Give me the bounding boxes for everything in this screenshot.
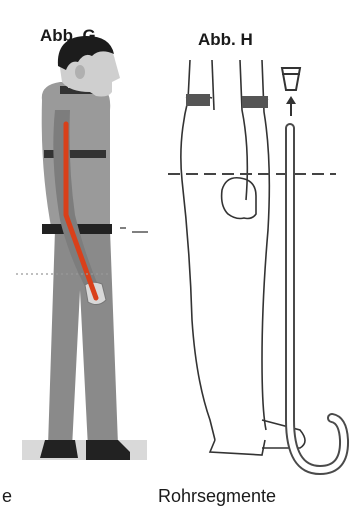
- hand-outline: [222, 178, 256, 219]
- cane-tube: [290, 128, 344, 470]
- leg-outline-right: [262, 60, 269, 430]
- shoe-outline-right: [262, 420, 305, 448]
- figure-g-man: [16, 36, 148, 460]
- arrow-up-icon: [286, 96, 296, 104]
- sleeve-band-left: [186, 94, 210, 106]
- sleeve-band-right: [242, 96, 268, 108]
- shoe-outline-left: [210, 440, 265, 455]
- leg-seam: [212, 60, 214, 110]
- leg-outline-left: [181, 60, 215, 440]
- ear: [75, 65, 85, 79]
- left-shoe: [40, 440, 78, 458]
- figure-g-caption: e: [2, 486, 12, 507]
- tube-tip-cap: [282, 68, 300, 90]
- chest-band: [44, 150, 106, 158]
- figure-h-caption: Rohrsegmente: [158, 486, 276, 507]
